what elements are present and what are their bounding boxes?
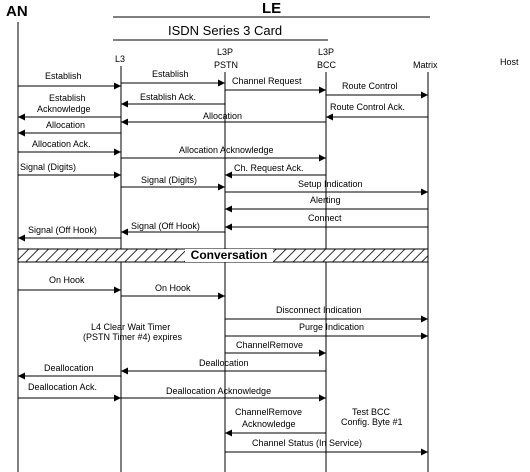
msg-ch-request-ack: Ch. Request Ack. [234, 163, 304, 173]
msg-signal-digits-l3-pstn: Signal (Digits) [141, 175, 197, 185]
lane-label-l3p-bcc-2: BCC [317, 60, 337, 70]
lane-label-l3p-bcc-1: L3P [318, 47, 334, 57]
msg-deallocation-l3-an: Deallocation [44, 363, 94, 373]
msg-channel-remove-acknowledge-1: ChannelRemove [235, 407, 302, 417]
msg-establish-l3-pstn: Establish [152, 69, 189, 79]
lane-label-host: Host [500, 57, 519, 67]
msg-on-hook-an-l3: On Hook [49, 275, 85, 285]
msg-signal-off-hook-l3-an: Signal (Off Hook) [28, 225, 97, 235]
msg-deallocation-ack: Deallocation Ack. [28, 382, 97, 392]
msg-signal-digits-an-l3: Signal (Digits) [20, 162, 76, 172]
note-timer-line-2: (PSTN Timer #4) expires [83, 332, 183, 342]
msg-establish-an-l3: Establish [45, 71, 82, 81]
msg-allocation-l3-an: Allocation [46, 120, 85, 130]
lane-label-matrix: Matrix [413, 60, 438, 70]
msg-channel-request: Channel Request [232, 76, 302, 86]
msg-channel-remove-acknowledge-2: Acknowledge [242, 419, 296, 429]
note-timer-line-1: L4 Clear Wait Timer [91, 322, 170, 332]
note-test-bcc-line-2: Config. Byte #1 [341, 417, 403, 427]
msg-deallocation-bcc-l3: Deallocation [199, 358, 249, 368]
lane-label-l3p-pstn-2: PSTN [214, 60, 238, 70]
msg-establish-ack: Establish Ack. [140, 92, 196, 102]
msg-alerting: Alerting [310, 195, 341, 205]
msg-purge-indication: Purge Indication [299, 322, 364, 332]
msg-channel-remove: ChannelRemove [236, 340, 303, 350]
lane-label-l3: L3 [115, 54, 125, 64]
card-title: ISDN Series 3 Card [168, 23, 282, 38]
msg-allocation-acknowledge: Allocation Acknowledge [179, 145, 274, 155]
conversation-label-bg [185, 249, 273, 262]
an-heading: AN [6, 3, 28, 20]
msg-route-control-ack: Route Control Ack. [330, 102, 405, 112]
msg-allocation-bcc-l3: Allocation [203, 111, 242, 121]
msg-channel-status: Channel Status (In Service) [252, 438, 362, 448]
msg-setup-indication: Setup Indication [298, 179, 363, 189]
msg-deallocation-acknowledge: Deallocation Acknowledge [166, 386, 271, 396]
note-test-bcc-line-1: Test BCC [352, 407, 391, 417]
msg-disconnect-indication: Disconnect Indication [276, 305, 362, 315]
msg-establish-acknowledge-2: Acknowledge [37, 104, 91, 114]
lane-label-l3p-pstn-1: L3P [217, 47, 233, 57]
conversation-label: Conversation [191, 248, 268, 262]
msg-route-control: Route Control [342, 81, 398, 91]
msg-on-hook-l3-pstn: On Hook [155, 283, 191, 293]
msg-connect: Connect [308, 213, 342, 223]
msg-signal-off-hook-pstn-l3: Signal (Off Hook) [131, 221, 200, 231]
msg-establish-acknowledge-1: Establish [49, 93, 86, 103]
msg-allocation-ack: Allocation Ack. [32, 139, 91, 149]
le-heading: LE [262, 0, 281, 17]
